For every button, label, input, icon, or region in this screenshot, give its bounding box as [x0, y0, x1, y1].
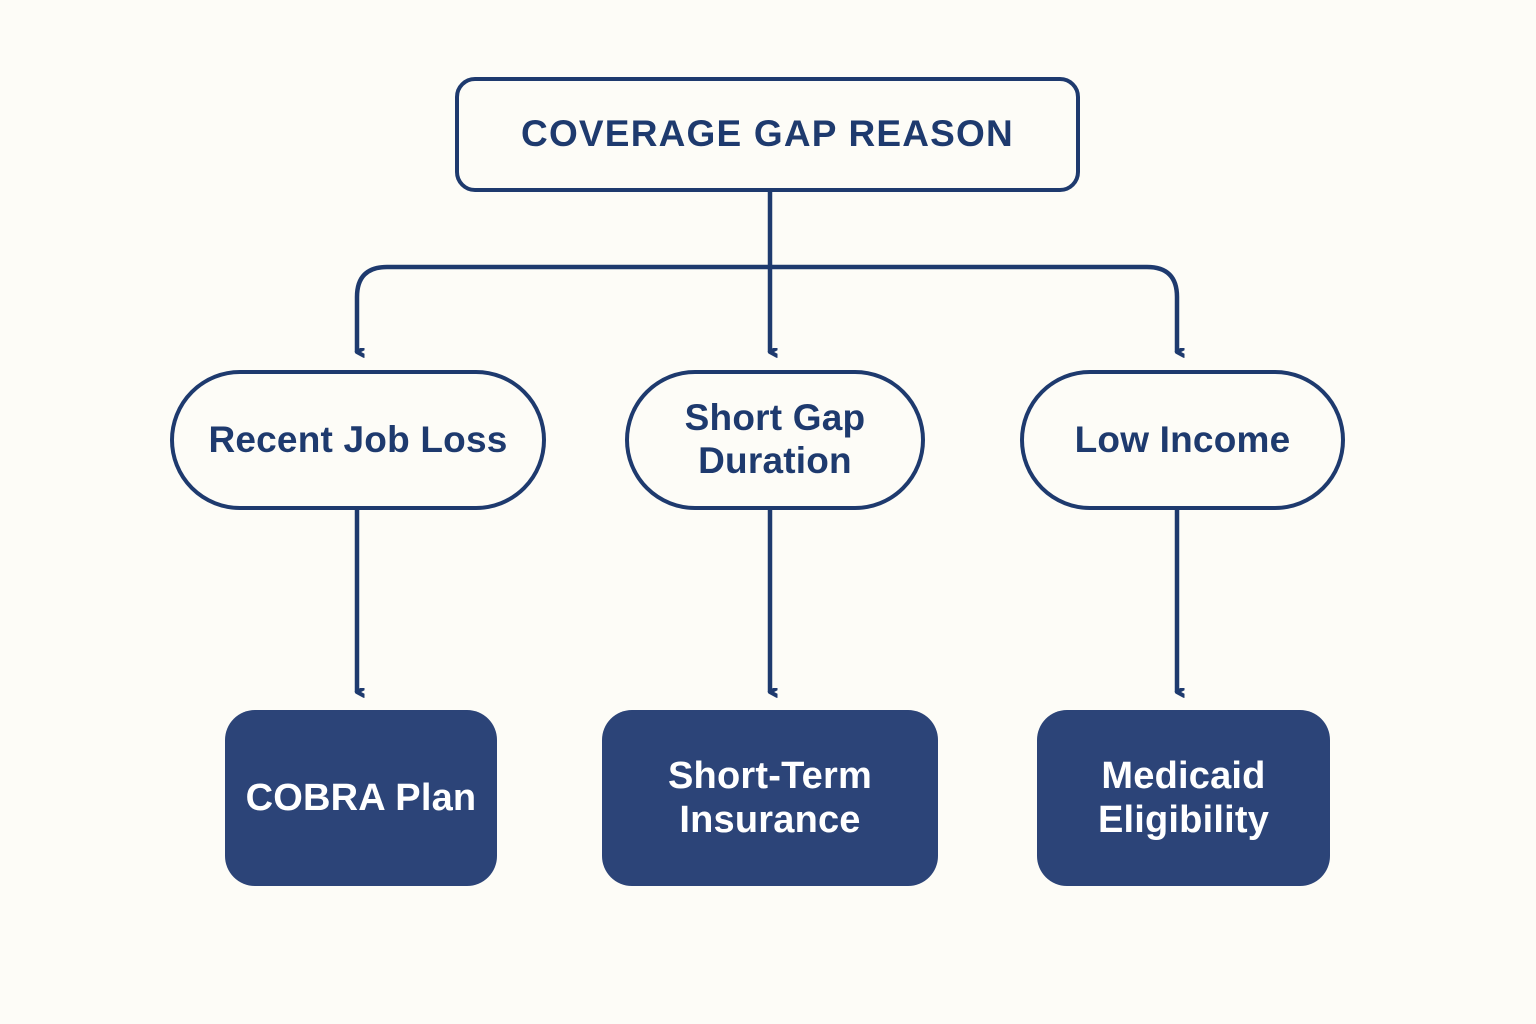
condition-node-short-gap-duration[interactable]: Short Gap Duration: [625, 370, 925, 510]
outcome-node-label: COBRA Plan: [245, 776, 477, 819]
root-node-label: COVERAGE GAP REASON: [521, 113, 1014, 155]
condition-node-recent-job-loss[interactable]: Recent Job Loss: [170, 370, 546, 510]
condition-node-label: Low Income: [1074, 418, 1291, 460]
outcome-node-cobra-plan[interactable]: COBRA Plan: [225, 710, 497, 886]
outcome-node-label: Medicaid Eligibility: [1097, 754, 1270, 841]
condition-node-low-income[interactable]: Low Income: [1020, 370, 1345, 510]
condition-node-label: Recent Job Loss: [208, 418, 508, 460]
outcome-node-medicaid-eligibility[interactable]: Medicaid Eligibility: [1037, 710, 1330, 886]
condition-node-label: Short Gap Duration: [684, 397, 866, 481]
connector-root-to-condition-1: [354, 264, 770, 352]
root-node-coverage-gap-reason[interactable]: COVERAGE GAP REASON: [455, 77, 1080, 192]
outcome-node-short-term-insurance[interactable]: Short-Term Insurance: [602, 710, 938, 886]
connector-root-to-condition-3: [770, 264, 1177, 352]
outcome-node-label: Short-Term Insurance: [668, 754, 872, 841]
